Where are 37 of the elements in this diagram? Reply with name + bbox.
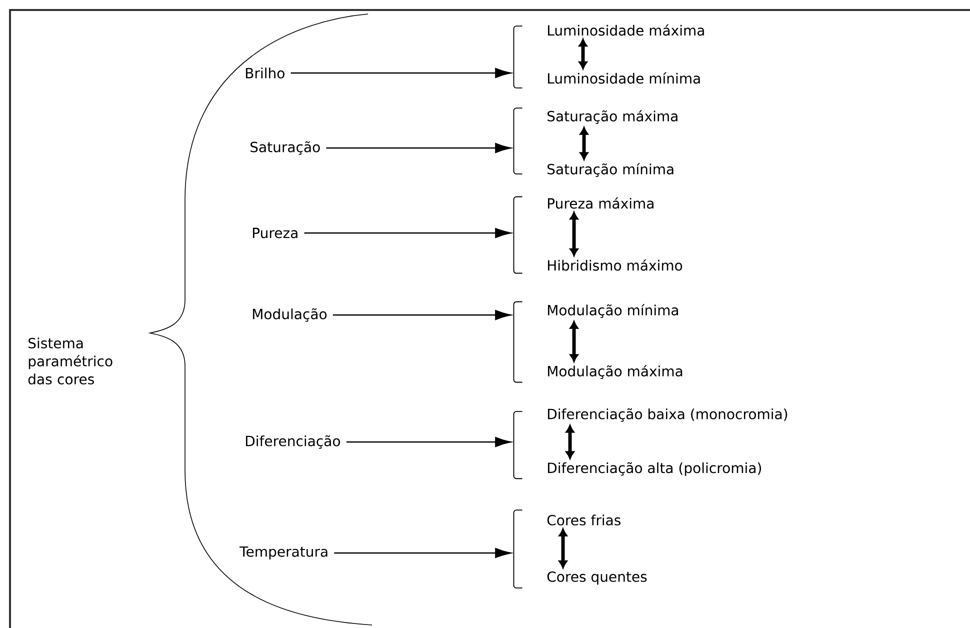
- arrow: [334, 548, 512, 558]
- parameter-label: Modulação: [252, 308, 327, 322]
- arrow: [346, 437, 512, 448]
- double-arrow: [580, 127, 588, 160]
- range-label: Saturação máxima: [548, 110, 678, 124]
- arrow: [290, 68, 512, 78]
- parameter-label: Brilho: [246, 68, 284, 78]
- range-label: Modulação máxima: [548, 365, 682, 379]
- range-label: Saturação mínima: [548, 163, 674, 177]
- parameter-label: Pureza: [252, 228, 298, 238]
- range-label: Luminosidade mínima: [548, 72, 700, 84]
- bracket: [513, 410, 523, 480]
- range-label: Diferenciação baixa (monocromia): [548, 408, 788, 422]
- label-text: Sistema paramétrico das cores: [28, 338, 112, 384]
- arrow: [332, 310, 512, 320]
- parameter-label: Diferenciação: [246, 435, 340, 449]
- arrow: [304, 228, 512, 238]
- range-label: Pureza máxima: [548, 197, 654, 209]
- range-label: Diferenciação alta (policromia): [548, 462, 762, 476]
- double-arrow: [570, 212, 578, 256]
- bracket: [513, 301, 523, 383]
- double-arrow: [570, 321, 578, 362]
- bracket: [513, 26, 523, 88]
- double-arrow: [558, 528, 568, 568]
- double-arrow: [566, 425, 574, 459]
- parameter-label: Temperatura: [240, 546, 328, 560]
- parameter-label: Saturação: [250, 141, 320, 155]
- arrow: [326, 143, 512, 154]
- range-label: Cores quentes: [547, 571, 647, 585]
- range-label: Cores frias: [547, 514, 620, 526]
- range-label: Luminosidade máxima: [548, 24, 704, 36]
- bracket: [513, 510, 523, 588]
- bracket: [513, 196, 523, 274]
- bracket: [513, 108, 523, 174]
- double-arrow: [578, 38, 588, 70]
- range-label: Modulação mínima: [548, 304, 678, 318]
- range-label: Hibridismo máximo: [548, 259, 682, 271]
